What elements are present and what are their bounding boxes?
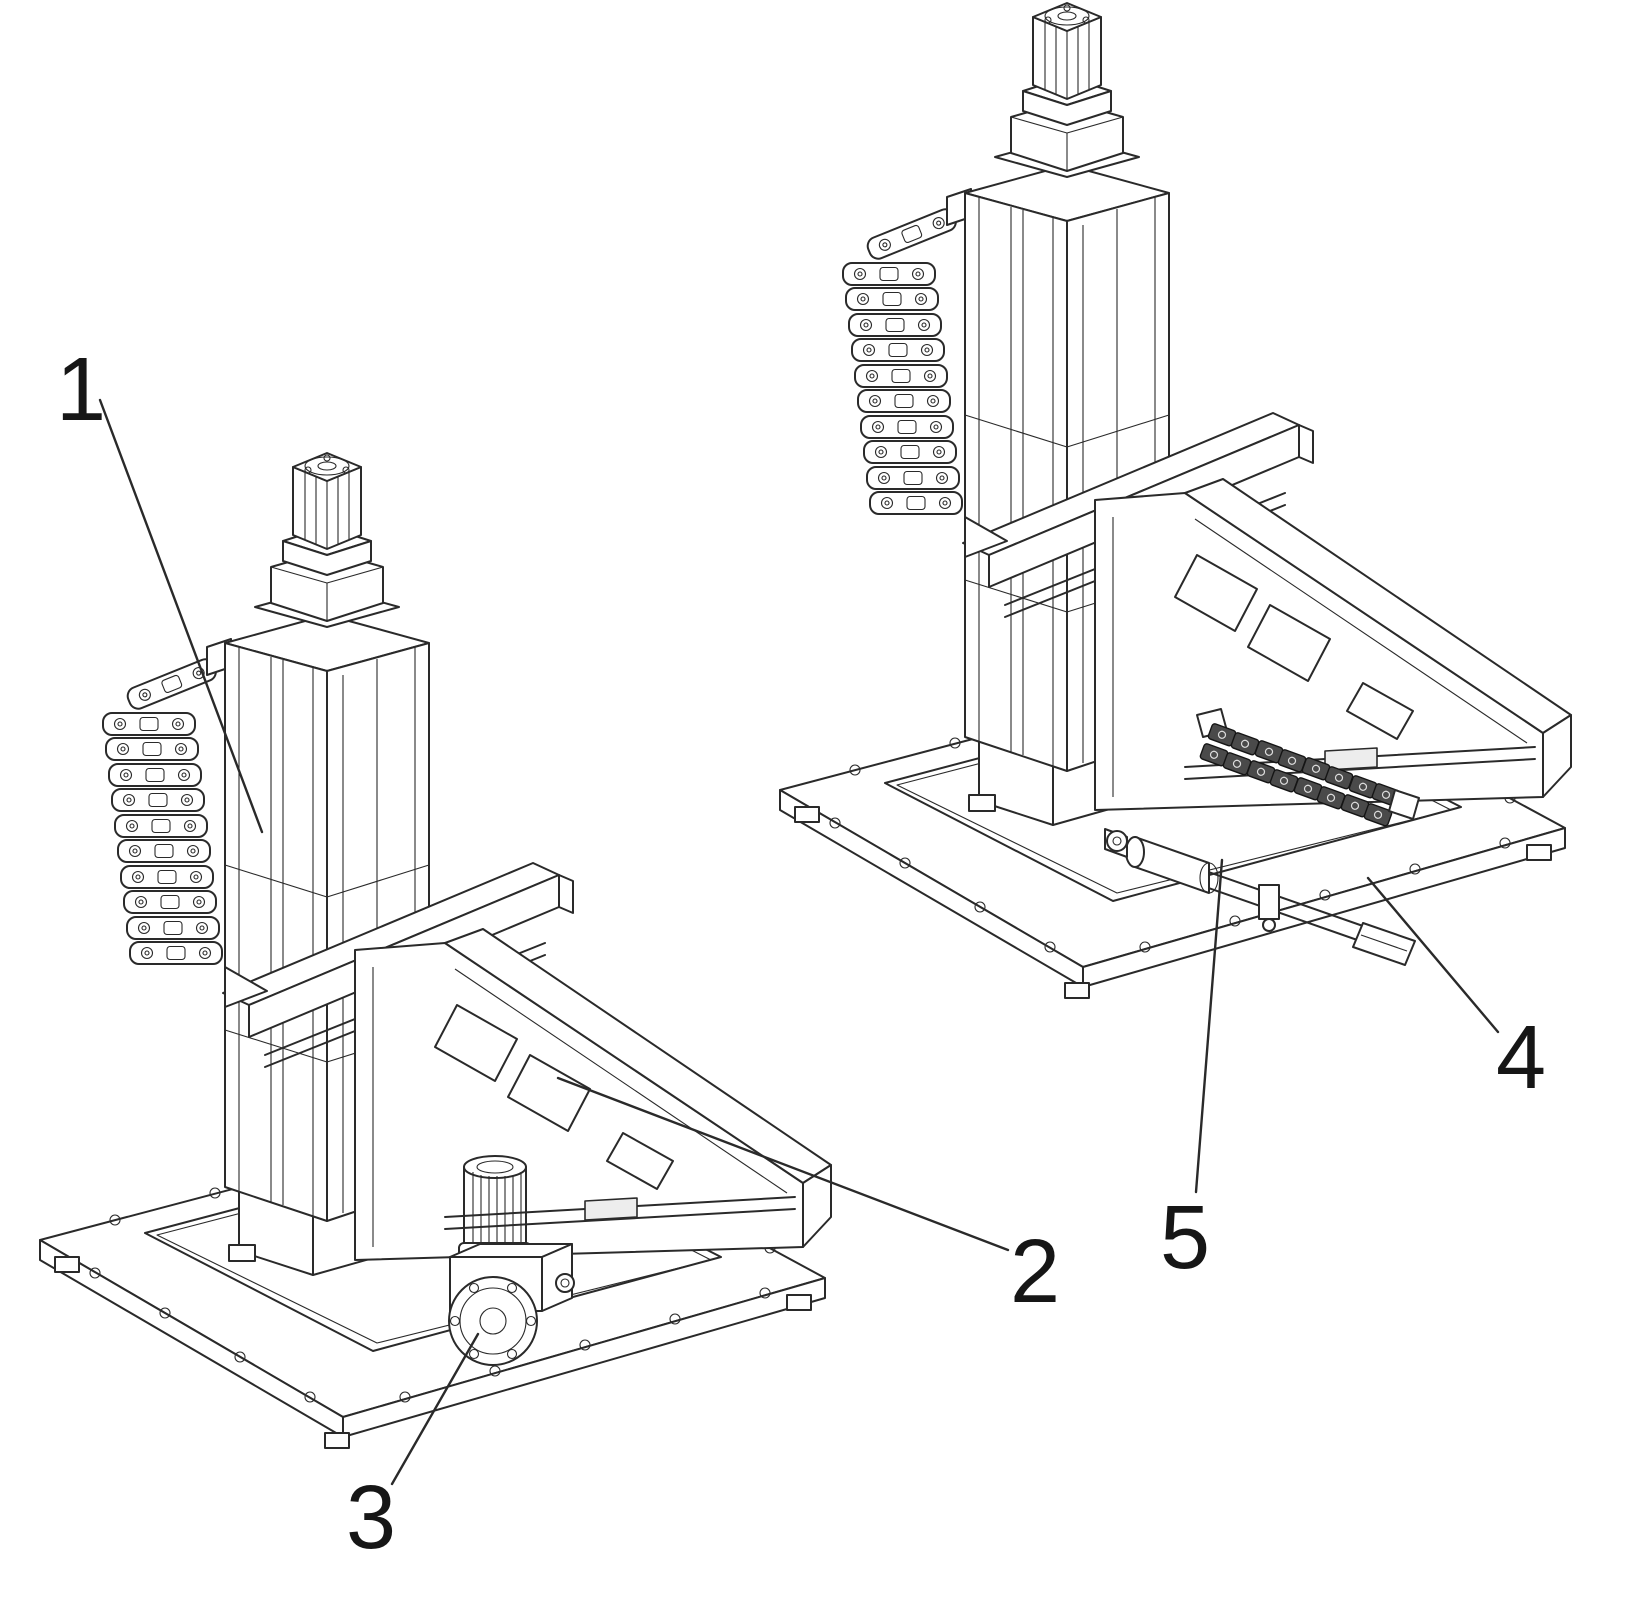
callout-2: 2: [556, 1076, 1060, 1322]
label-3: 3: [346, 1468, 396, 1568]
label-2: 2: [1010, 1222, 1060, 1322]
callout-4: 4: [1366, 876, 1546, 1108]
assembly-rear: [780, 3, 1571, 998]
machine-front: [40, 453, 831, 1448]
leader-line-5: [1194, 858, 1224, 1194]
label-4: 4: [1496, 1008, 1546, 1108]
label-5: 5: [1160, 1188, 1210, 1288]
leader-line-4: [1366, 876, 1500, 1034]
leader-line-3: [390, 1332, 480, 1486]
callout-5: 5: [1160, 858, 1224, 1288]
leader-line-2: [556, 1076, 1010, 1252]
callout-1: 1: [56, 340, 264, 834]
assembly-front: [40, 453, 831, 1448]
leader-line-1: [98, 398, 264, 834]
label-1: 1: [56, 340, 106, 440]
machine-rear: [780, 3, 1571, 998]
callout-3: 3: [346, 1332, 480, 1568]
